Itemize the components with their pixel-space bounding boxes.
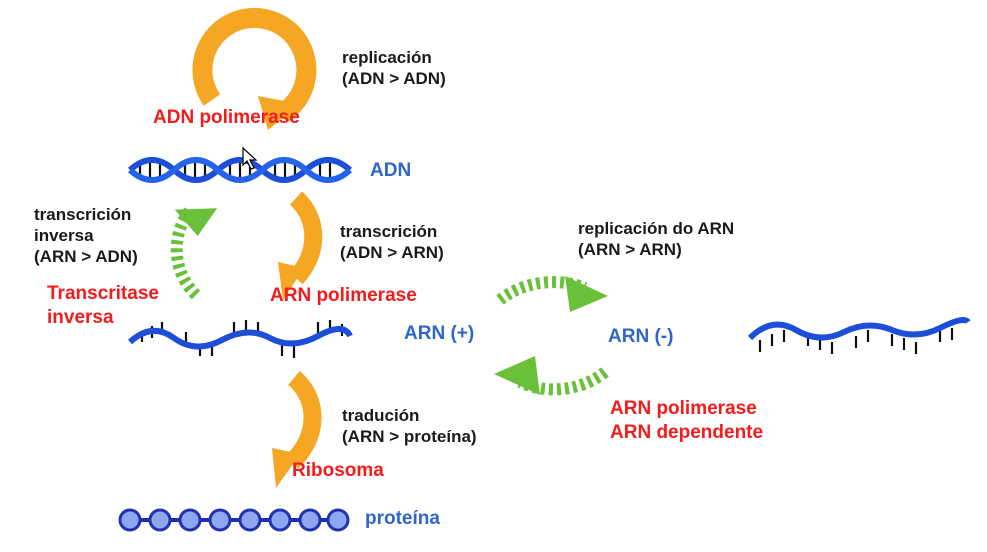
replication-label: replicación (ADN > ADN) [342,48,446,88]
reverse-transcriptase-label: Transcritase inversa [47,283,159,328]
ribosome-label: Ribosoma [292,460,384,481]
rna-plus-label: ARN (+) [404,323,475,344]
rna-minus-label: ARN (-) [608,326,674,347]
rna-strand-icon [127,320,353,358]
rna-polymerase-label: ARN polimerase [270,285,417,306]
dna-polymerase-label: ADN polimerase [153,107,300,128]
reverse-transcription-arrow [170,203,218,300]
rna-dependent-polymerase-arrow [494,356,609,396]
transcription-label: transcrición (ADN > ARN) [340,222,444,262]
dna-double-helix-icon [127,157,353,183]
mouse-cursor-icon [242,146,258,170]
protein-chain-icon [118,508,350,532]
translation-label: tradución (ARN > proteína) [342,406,477,446]
reverse-transcription-label: transcrición inversa (ARN > ADN) [34,205,138,266]
translation-arrow [272,371,322,488]
rna-dependent-polymerase-label: ARN polimerase ARN dependente [610,398,764,443]
protein-label: proteína [365,508,440,529]
replication-loop-arrow [192,7,317,130]
transcription-arrow [278,191,323,300]
rna-minus-strand-icon [747,317,971,354]
dna-label: ADN [370,160,412,181]
rna-replication-arrow [496,276,608,312]
rna-replication-label: replicación do ARN (ARN > ARN) [578,219,735,259]
